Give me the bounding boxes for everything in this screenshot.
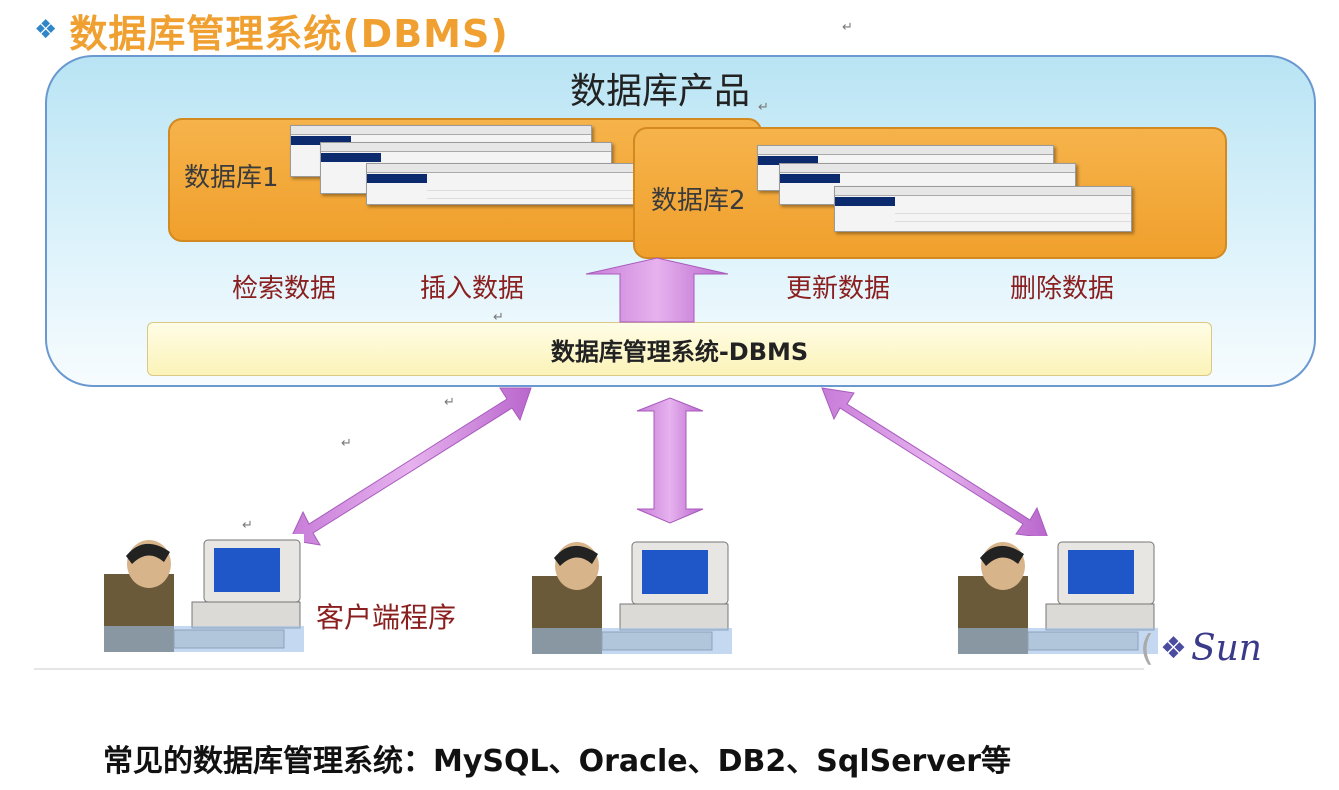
paragraph-mark-icon: ↵ — [842, 20, 853, 35]
operation-update-label: 更新数据 — [786, 274, 891, 304]
database-1-label: 数据库1 — [184, 163, 279, 193]
paragraph-mark-icon: ↵ — [242, 518, 253, 533]
paragraph-mark-icon: ↵ — [341, 436, 352, 451]
double-arrow-left-icon — [289, 387, 532, 546]
table-thumbnail — [366, 163, 638, 205]
sun-logo-text: Sun — [1190, 627, 1262, 669]
client-computer-icon — [958, 536, 1158, 654]
paren-decoration: ( — [1140, 627, 1155, 669]
double-arrow-vertical-icon — [636, 397, 704, 524]
up-arrow-icon — [585, 257, 729, 323]
client-computer-icon — [532, 536, 732, 654]
database-product-title: 数据库产品 — [569, 71, 750, 112]
double-arrow-right-icon — [821, 387, 1049, 539]
client-program-label: 客户端程序 — [316, 601, 457, 634]
paragraph-mark-icon: ↵ — [444, 395, 455, 410]
dbms-bar: 数据库管理系统-DBMS — [147, 322, 1212, 376]
sun-logo: ( ❖ Sun — [1140, 626, 1339, 670]
diamond-bullet-icon: ❖ — [34, 15, 58, 45]
slide-title: 数据库管理系统(DBMS) — [69, 11, 509, 56]
divider — [34, 668, 1144, 670]
client-computer-icon — [104, 534, 304, 652]
operation-insert-label: 插入数据 — [420, 274, 525, 304]
paragraph-mark-icon: ↵ — [758, 100, 769, 115]
footer-text: 常见的数据库管理系统：MySQL、Oracle、DB2、SqlServer等 — [103, 744, 1012, 779]
table-thumbnail — [834, 186, 1132, 232]
database-2-label: 数据库2 — [651, 186, 746, 216]
paragraph-mark-icon: ↵ — [493, 310, 504, 325]
slide-title-row: ❖ 数据库管理系统(DBMS) — [34, 4, 509, 56]
operation-delete-label: 删除数据 — [1010, 274, 1115, 304]
sun-mark-icon: ❖ — [1160, 630, 1187, 666]
operation-retrieve-label: 检索数据 — [232, 274, 337, 304]
